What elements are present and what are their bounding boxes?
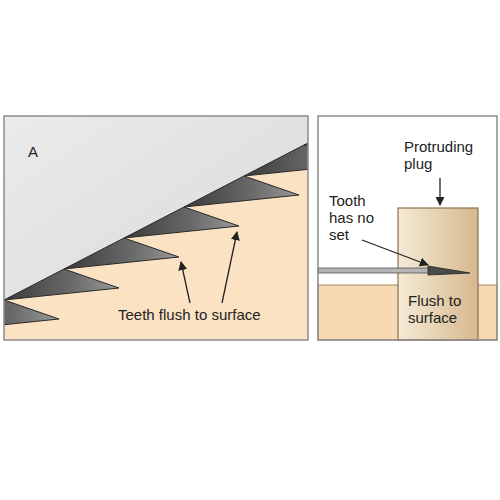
saw-teeth: [4, 116, 308, 331]
saw-panel: [4, 116, 308, 340]
plug-panel: [318, 116, 497, 340]
leader-arrow: [439, 178, 440, 205]
callout-label: Protruding plug: [404, 138, 494, 172]
leader-arrow: [181, 262, 190, 303]
panel-border: [318, 116, 497, 340]
leader-arrow: [222, 232, 237, 303]
saw-blade: [4, 116, 308, 340]
plug: [398, 208, 478, 340]
saw-blade: [318, 268, 432, 273]
saw-tooth: [428, 266, 470, 275]
panel-letter: A: [28, 143, 52, 160]
callout-label: Tooth has no set: [329, 192, 385, 243]
callout-label: Teeth flush to surface: [118, 306, 306, 323]
leader-arrow: [362, 240, 428, 265]
callout-label: Flush to surface: [408, 292, 476, 326]
panel-border: [4, 116, 308, 340]
